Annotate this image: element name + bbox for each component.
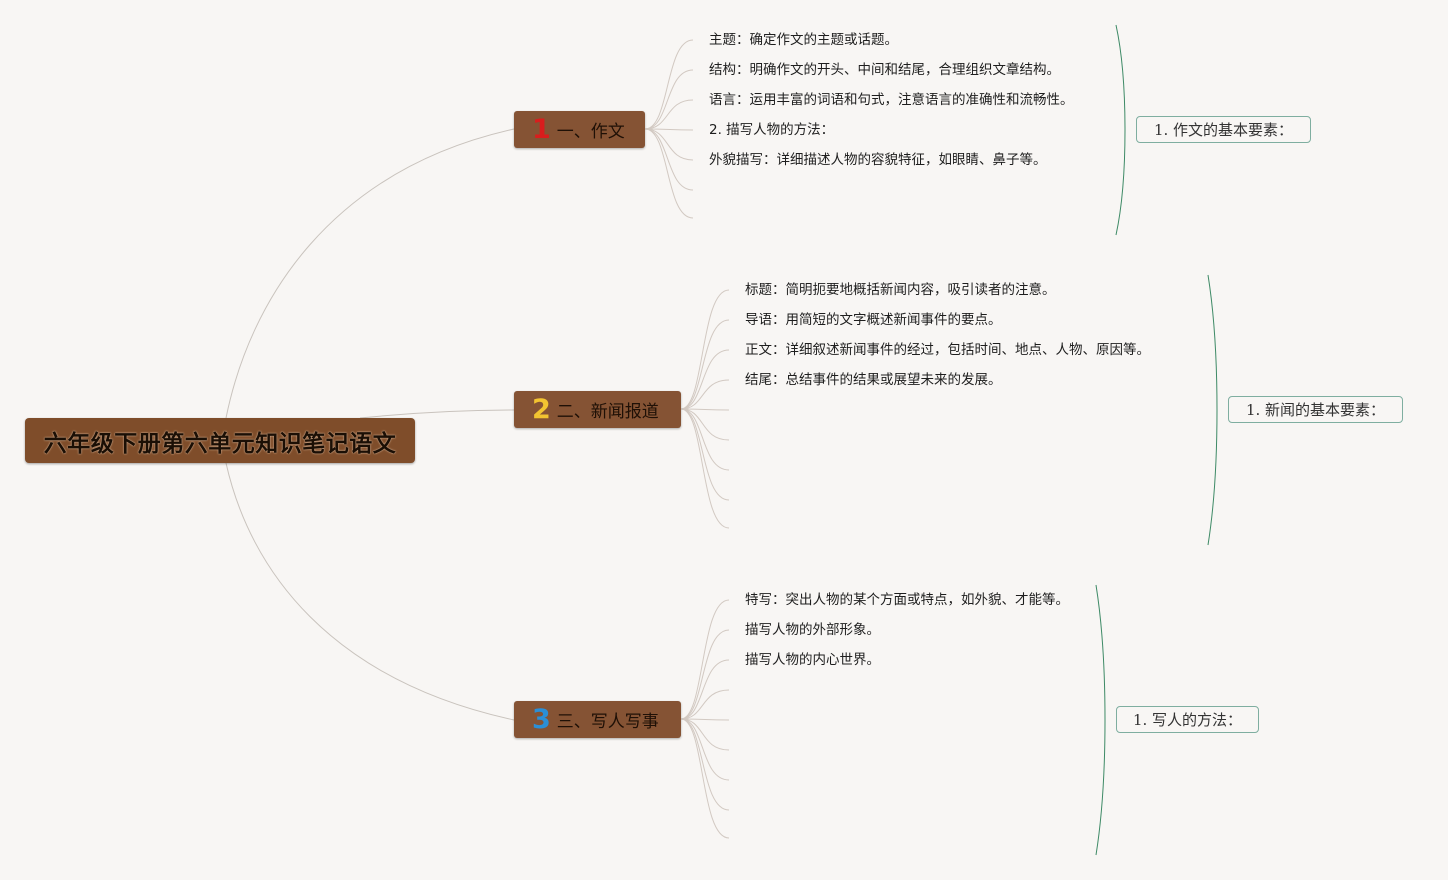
priority-2-icon: 2 <box>532 394 551 425</box>
leaf-headline[interactable]: 标题：简明扼要地概括新闻内容，吸引读者的注意。 <box>745 282 1056 298</box>
branch-people-events[interactable]: 3 三、写人写事 <box>514 701 681 738</box>
branch-news-report[interactable]: 2 二、新闻报道 <box>514 391 681 428</box>
root-topic-label: 六年级下册第六单元知识笔记语文 <box>43 430 397 457</box>
leaf-appearance[interactable]: 外貌描写：详细描述人物的容貌特征，如眼睛、鼻子等。 <box>709 152 1047 168</box>
branch-label: 一、作文 <box>556 122 625 142</box>
leaf-body[interactable]: 正文：详细叙述新闻事件的经过，包括时间、地点、人物、原因等。 <box>745 342 1150 358</box>
leaf-external-image[interactable]: 描写人物的外部形象。 <box>745 622 880 638</box>
leaf-language[interactable]: 语言：运用丰富的词语和句式，注意语言的准确性和流畅性。 <box>709 92 1074 108</box>
summary-composition[interactable]: 1. 作文的基本要素： <box>1136 116 1311 143</box>
leaf-structure[interactable]: 结构：明确作文的开头、中间和结尾，合理组织文章结构。 <box>709 62 1060 78</box>
branch-composition[interactable]: 1 一、作文 <box>514 111 645 148</box>
leaf-lead[interactable]: 导语：用简短的文字概述新闻事件的要点。 <box>745 312 1002 328</box>
branch-label: 二、新闻报道 <box>556 402 659 422</box>
root-topic[interactable]: 六年级下册第六单元知识笔记语文 <box>25 418 415 463</box>
summary-label: 1. 作文的基本要素： <box>1153 121 1294 139</box>
leaf-ending[interactable]: 结尾：总结事件的结果或展望未来的发展。 <box>745 372 1002 388</box>
leaf-close-up[interactable]: 特写：突出人物的某个方面或特点，如外貌、才能等。 <box>745 592 1069 608</box>
summary-label: 1. 新闻的基本要素： <box>1245 401 1386 419</box>
summary-news[interactable]: 1. 新闻的基本要素： <box>1228 396 1403 423</box>
priority-3-icon: 3 <box>532 704 551 735</box>
leaf-character-methods[interactable]: 2. 描写人物的方法： <box>709 122 835 138</box>
summary-people[interactable]: 1. 写人的方法： <box>1116 706 1259 733</box>
leaf-topic[interactable]: 主题：确定作文的主题或话题。 <box>709 32 898 48</box>
branch-label: 三、写人写事 <box>556 712 659 732</box>
leaf-inner-world[interactable]: 描写人物的内心世界。 <box>745 652 880 668</box>
summary-label: 1. 写人的方法： <box>1132 711 1243 729</box>
priority-1-icon: 1 <box>532 114 551 145</box>
